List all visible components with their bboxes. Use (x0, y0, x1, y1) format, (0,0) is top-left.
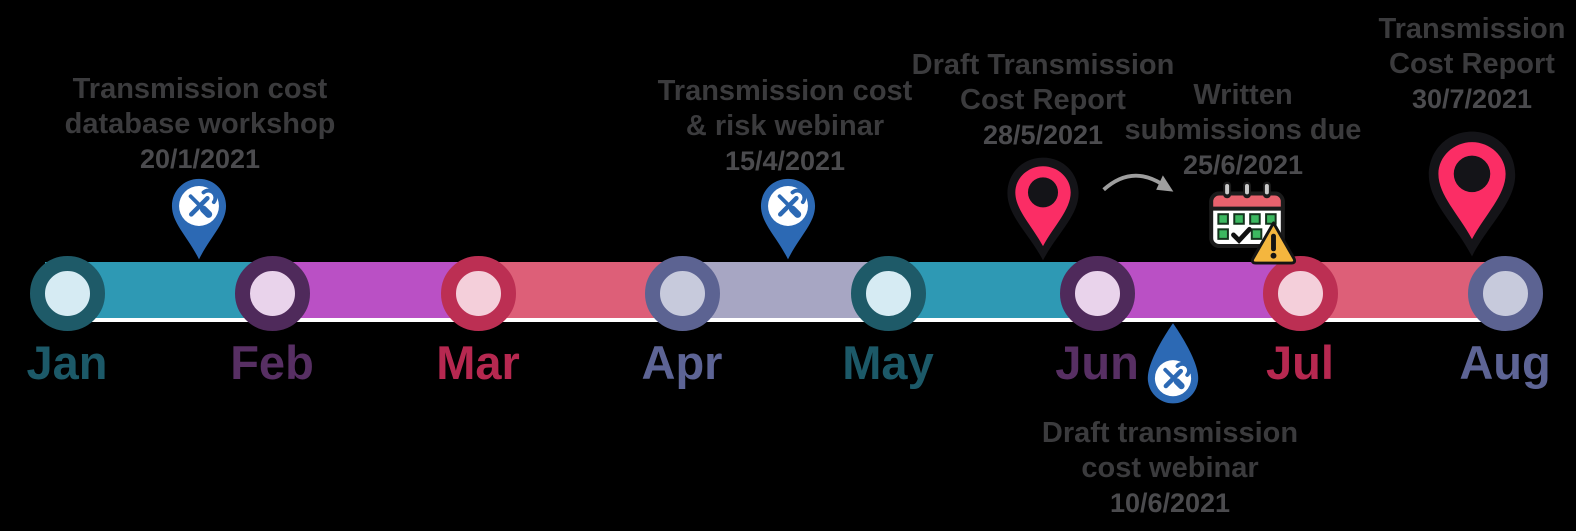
event-title-line: database workshop (64, 108, 336, 140)
event-label-draft-report: Draft Transmission Cost Report 28/5/2021 (853, 48, 1233, 153)
month-label-aug: Aug (1459, 336, 1551, 389)
checkmark-glyph (1231, 226, 1252, 244)
event-label-risk-webinar: Transmission cost & risk webinar 15/4/20… (595, 74, 975, 179)
tools-pin-icon (171, 178, 227, 260)
timeline-node-aug (1468, 256, 1543, 331)
event-title-line: Draft Transmission (911, 49, 1175, 81)
event-date: 15/4/2021 (724, 146, 846, 176)
timeline-node-mar (441, 256, 516, 331)
month-label-jan: Jan (26, 336, 108, 389)
event-label-final-report: Transmission Cost Report 30/7/2021 (1282, 12, 1576, 117)
warning-icon (1250, 221, 1297, 265)
event-title-line: Cost Report (960, 84, 1126, 116)
tools-glyph (777, 188, 807, 218)
timeline-node-apr (645, 256, 720, 331)
month-label-mar: Mar (436, 336, 520, 389)
location-pin-icon (1007, 157, 1079, 261)
month-label-jul: Jul (1266, 336, 1334, 389)
timeline-node-feb (235, 256, 310, 331)
event-label-draft-webinar: Draft transmission cost webinar 10/6/202… (980, 416, 1360, 521)
calendar-grid (1217, 213, 1277, 240)
month-label-feb: Feb (230, 336, 314, 389)
event-title-line: Transmission cost (657, 75, 913, 107)
tools-pin-icon (760, 178, 816, 260)
event-date: 20/1/2021 (139, 144, 261, 174)
timeline-node-may (851, 256, 926, 331)
calendar-rings (1223, 181, 1271, 199)
event-title-line: submissions due (1124, 114, 1362, 146)
timeline-node-jun (1060, 256, 1135, 331)
event-title-line: Transmission cost (72, 73, 328, 105)
event-date: 10/6/2021 (1109, 488, 1231, 518)
event-title-line: & risk webinar (685, 110, 885, 142)
event-date: 25/6/2021 (1182, 150, 1304, 180)
timeline-node-jan (30, 256, 105, 331)
month-label-jun: Jun (1055, 336, 1139, 389)
event-date: 28/5/2021 (982, 120, 1104, 150)
tools-glyph (188, 188, 218, 218)
event-title-line: Transmission (1378, 13, 1566, 45)
event-title-line: cost webinar (1081, 452, 1259, 484)
calendar-icon (1209, 181, 1285, 249)
event-date: 30/7/2021 (1411, 84, 1533, 114)
location-pin-icon (1428, 131, 1516, 257)
timeline-node-jul (1263, 256, 1338, 331)
event-label-submissions-due: Written submissions due 25/6/2021 (1053, 78, 1433, 183)
month-label-apr: Apr (641, 336, 723, 389)
event-title-line: Cost Report (1389, 48, 1555, 80)
arrow-icon (1102, 173, 1174, 192)
event-label-database-workshop: Transmission cost database workshop 20/1… (10, 72, 390, 177)
tools-drop-icon (1147, 323, 1199, 404)
event-title-line: Written (1193, 79, 1293, 111)
tools-glyph (1163, 361, 1191, 390)
event-title-line: Draft transmission (1041, 417, 1299, 449)
month-label-may: May (842, 336, 934, 389)
